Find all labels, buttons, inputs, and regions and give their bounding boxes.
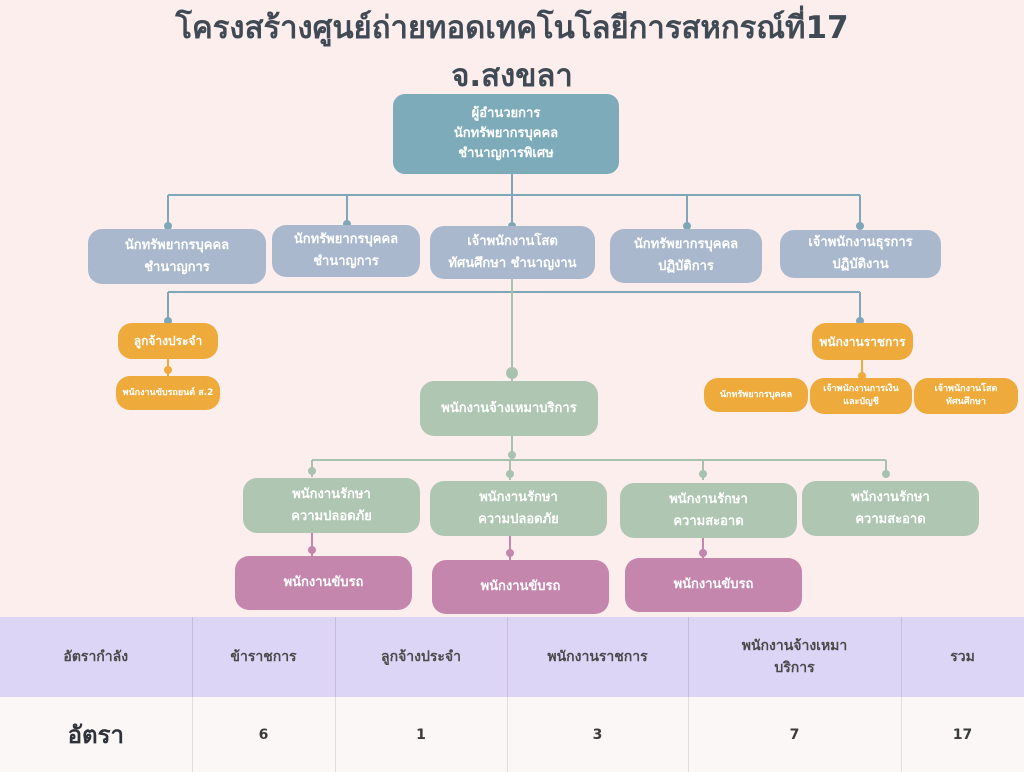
table-cell: 3 (507, 697, 689, 772)
hr-specialist-node-2: นักทรัพยากรบุคคล ชำนาญการ (272, 225, 420, 277)
admin-officer-node: เจ้าพนักงานธุรการ ปฏิบัติงาน (780, 230, 941, 278)
gov-finance-node: เจ้าพนักงานการเงิน และบัญชี (810, 378, 912, 414)
driver-node-1: พนักงานขับรถ (235, 556, 412, 610)
cleaning-node-2: พนักงานรักษา ความสะอาด (802, 481, 979, 536)
table-header: ข้าราชการ (192, 617, 336, 697)
manpower-table: อัตรากำลัง ข้าราชการ ลูกจ้างประจำ พนักงา… (0, 617, 1024, 772)
table-header: พนักงานจ้างเหมา บริการ (688, 617, 902, 697)
director-node: ผู้อำนวยการ นักทรัพยากรบุคคล ชำนาญการพิเ… (393, 94, 619, 174)
table-header: รวม (901, 617, 1024, 697)
security-node-1: พนักงานรักษา ความปลอดภัย (243, 478, 420, 533)
table-header: ลูกจ้างประจำ (335, 617, 508, 697)
audiovisual-officer-node: เจ้าพนักงานโสต ทัศนศึกษา ชำนาญงาน (430, 226, 595, 279)
table-row: อัตรา 6 1 3 7 17 (0, 697, 1024, 772)
connector-lines (164, 172, 890, 560)
table-header: พนักงานราชการ (507, 617, 689, 697)
gov-audiovisual-node: เจ้าพนักงานโสต ทัศนศึกษา (914, 378, 1018, 414)
hr-specialist-node-1: นักทรัพยากรบุคคล ชำนาญการ (88, 229, 266, 284)
table-cell: 1 (335, 697, 508, 772)
driver-node-2: พนักงานขับรถ (432, 560, 609, 614)
table-cell: 7 (688, 697, 902, 772)
table-cell: 17 (901, 697, 1024, 772)
table-header-row: อัตรากำลัง ข้าราชการ ลูกจ้างประจำ พนักงา… (0, 617, 1024, 697)
cleaning-node-1: พนักงานรักษา ความสะอาด (620, 483, 797, 538)
table-cell: 6 (192, 697, 336, 772)
page-subtitle: จ.สงขลา (451, 58, 573, 94)
table-header: อัตรากำลัง (0, 617, 193, 697)
page-title: โครงสร้างศูนย์ถ่ายทอดเทคโนโลยีการสหกรณ์ท… (175, 10, 849, 46)
gov-hr-node: นักทรัพยากรบุคคล (704, 378, 808, 412)
driver-s2-node: พนักงานขับรถยนต์ ส.2 (116, 376, 220, 410)
permanent-employee-node: ลูกจ้างประจำ (118, 323, 218, 359)
table-cell: อัตรา (0, 697, 193, 772)
hr-practitioner-node: นักทรัพยากรบุคคล ปฏิบัติการ (610, 229, 762, 283)
government-employee-node: พนักงานราชการ (812, 323, 913, 360)
driver-node-3: พนักงานขับรถ (625, 558, 802, 612)
security-node-2: พนักงานรักษา ความปลอดภัย (430, 481, 607, 536)
contract-service-node: พนักงานจ้างเหมาบริการ (420, 381, 598, 436)
